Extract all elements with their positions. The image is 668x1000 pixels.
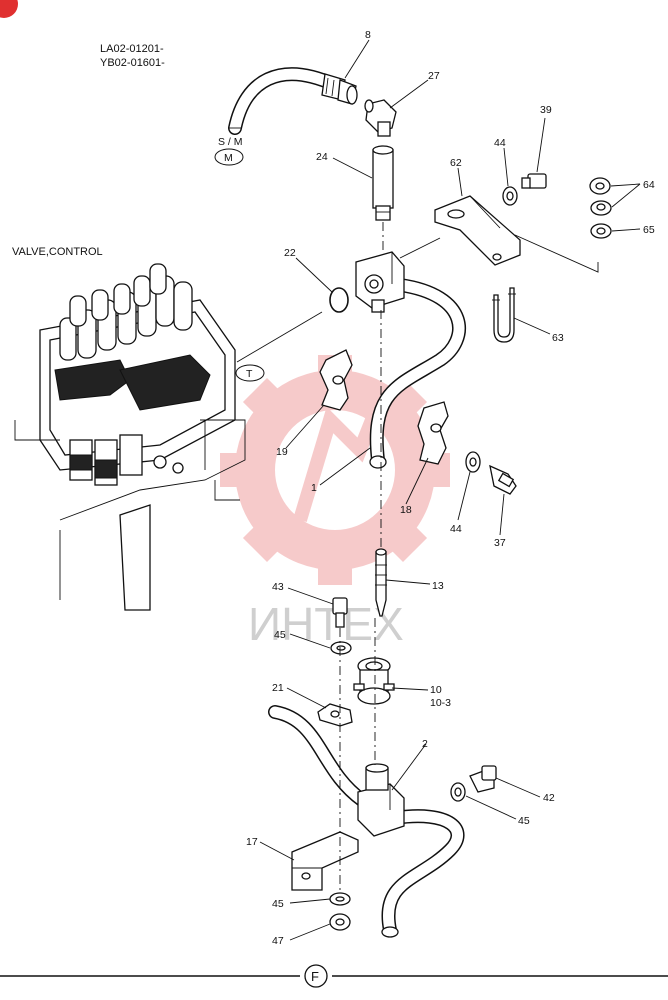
callout-64: 64	[643, 179, 655, 191]
connector-10	[353, 657, 395, 705]
callout-17: 17	[246, 836, 258, 848]
pipe-2	[268, 705, 465, 938]
bracket-62	[434, 195, 521, 266]
nut-47	[329, 913, 351, 931]
callout-62: 62	[450, 157, 462, 169]
callout-19: 19	[276, 446, 288, 458]
callout-18: 18	[400, 504, 412, 516]
m-circle-label: M	[224, 152, 233, 164]
callout-45-upper: 45	[274, 629, 286, 641]
washer-45-upper	[330, 641, 352, 655]
washer-45-right	[450, 782, 466, 802]
f-circle	[304, 964, 328, 988]
callout-44-mid: 44	[450, 523, 462, 535]
washer-44-mid	[465, 451, 481, 473]
bolt-39	[521, 173, 547, 189]
f-circle-label: F	[311, 969, 319, 984]
callout-21: 21	[272, 682, 284, 694]
ref-line-62-pipe	[399, 237, 441, 259]
callout-45-right: 45	[518, 815, 530, 827]
nut-64-a	[589, 177, 611, 195]
washer-44-top	[502, 186, 518, 206]
corner-badge	[0, 0, 18, 18]
sm-label: S / M	[218, 136, 243, 148]
o-ring-22	[329, 287, 349, 313]
callout-47: 47	[272, 935, 284, 947]
nut-64-b	[590, 200, 612, 216]
fitting-13	[375, 548, 387, 617]
assembly-label: VALVE,CONTROL	[12, 246, 103, 258]
callout-63: 63	[552, 332, 564, 344]
m-circle	[214, 148, 244, 166]
u-bolt-63	[492, 287, 516, 343]
bracket-17	[291, 831, 359, 891]
callout-37: 37	[494, 537, 506, 549]
washer-45-lower	[329, 892, 351, 906]
clamp-19	[319, 349, 353, 411]
ref-line-bracket	[514, 234, 599, 273]
callout-10-3: 10-3	[430, 697, 451, 709]
bolt-42	[469, 765, 497, 793]
callout-45-lower: 45	[272, 898, 284, 910]
t-circle	[235, 364, 265, 382]
serial-line-1: LA02-01201-	[100, 43, 164, 55]
callout-42: 42	[543, 792, 555, 804]
callout-43: 43	[272, 581, 284, 593]
washer-65	[590, 223, 612, 239]
callout-1: 1	[311, 482, 317, 494]
pipe-24	[372, 145, 394, 221]
callout-leaders	[259, 39, 641, 941]
callout-65: 65	[643, 224, 655, 236]
callout-39: 39	[540, 104, 552, 116]
hose-s-m	[228, 67, 358, 135]
callout-8: 8	[365, 29, 371, 41]
t-circle-label: T	[246, 368, 253, 380]
clamp-18	[417, 401, 449, 465]
callout-27: 27	[428, 70, 440, 82]
callout-13: 13	[432, 580, 444, 592]
control-valve-drawing	[14, 263, 246, 611]
bolt-37	[489, 464, 517, 495]
callout-2: 2	[422, 738, 428, 750]
clamp-21	[317, 703, 353, 727]
callout-44-top: 44	[494, 137, 506, 149]
ref-line-t	[236, 311, 323, 363]
serial-line-2: YB02-01601-	[100, 57, 165, 69]
callout-10: 10	[430, 684, 442, 696]
callout-24: 24	[316, 151, 328, 163]
bolt-43	[332, 597, 348, 628]
callout-22: 22	[284, 247, 296, 259]
elbow-fitting-27	[364, 99, 397, 137]
